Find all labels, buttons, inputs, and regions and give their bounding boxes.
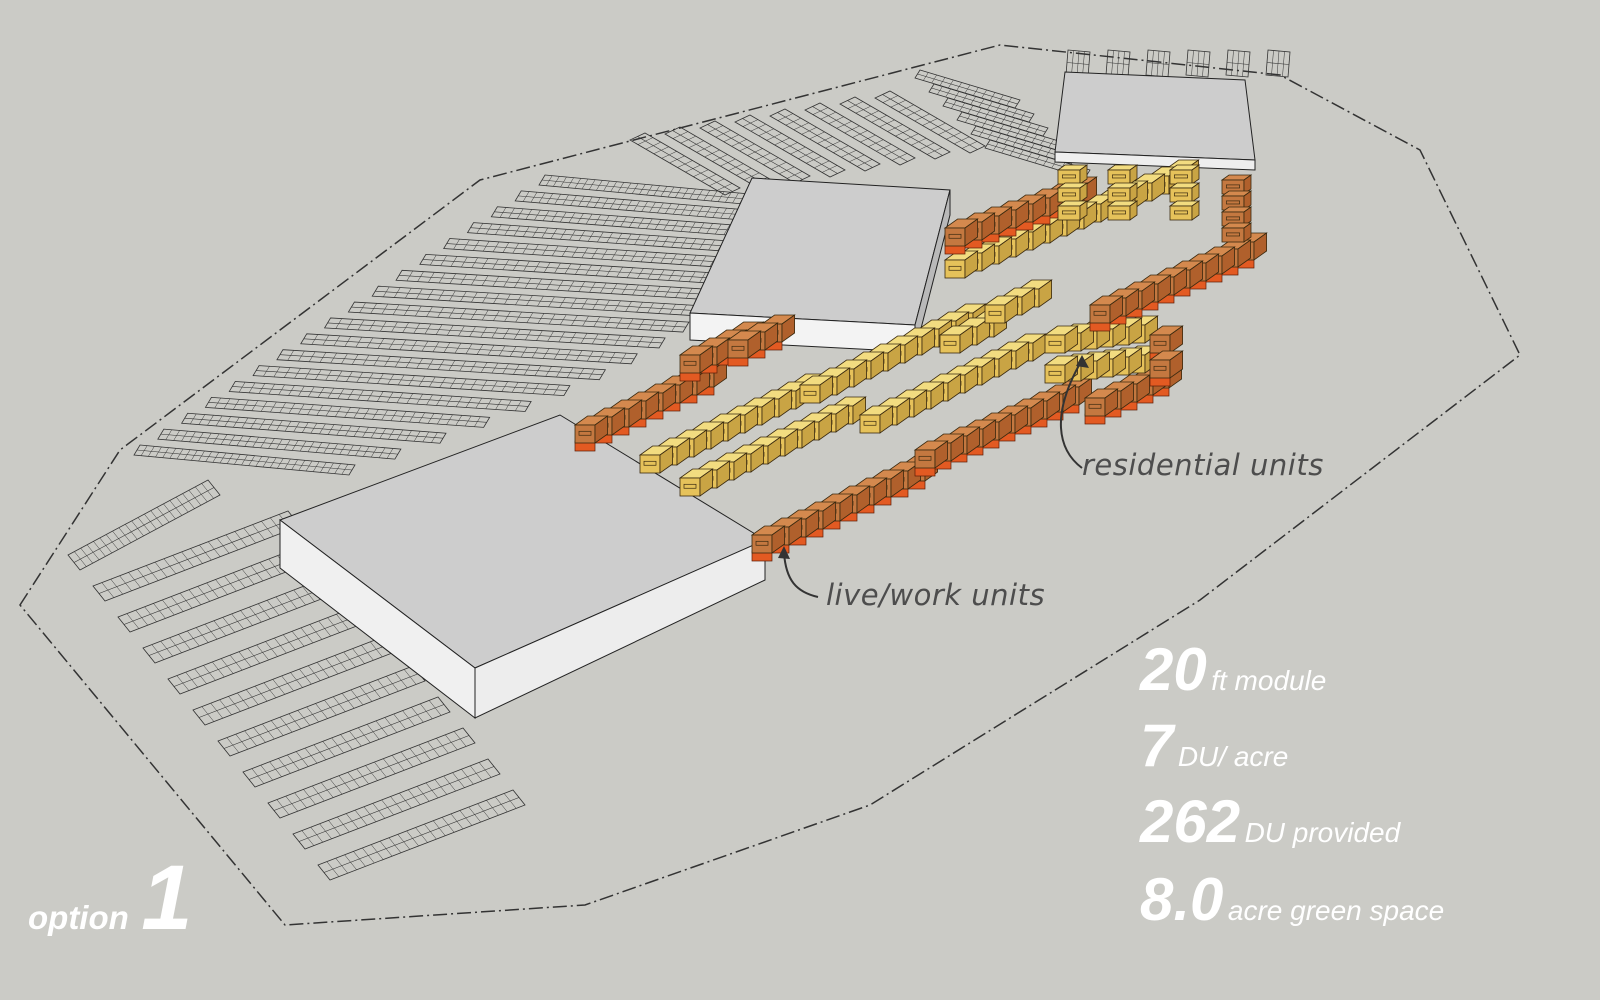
residential-unit-row	[983, 279, 1053, 324]
parking-strip	[699, 120, 811, 184]
residential-units-label: residential units	[1082, 448, 1324, 482]
live-work-unit-row	[1148, 350, 1184, 387]
parking-strip	[419, 253, 738, 285]
live-work-unit	[1220, 174, 1253, 195]
residential-unit	[1106, 182, 1139, 203]
stat-green-space: 8.0 acre green space	[1140, 870, 1444, 930]
stat-units: 262 DU provided	[1140, 792, 1400, 852]
parking-strip	[466, 222, 753, 254]
live-work-units-label: live/work units	[826, 578, 1046, 612]
residential-unit	[1056, 164, 1089, 185]
building-large	[278, 414, 767, 720]
parking-strip	[252, 365, 571, 397]
parking-strip	[1185, 49, 1211, 78]
parking-strip	[874, 90, 986, 154]
parking-strip	[804, 102, 916, 166]
live-work-unit-row	[913, 377, 1093, 477]
parking-strip	[347, 301, 690, 333]
live-work-leader-arrow	[783, 552, 819, 598]
parking-strip	[317, 789, 526, 881]
parking-strip	[292, 758, 501, 850]
parking-strip	[142, 572, 351, 664]
parking-strip	[242, 696, 451, 788]
live-work-unit-row	[1088, 232, 1268, 332]
residential-leader-arrow	[1060, 359, 1083, 469]
stat-units-text: DU provided	[1244, 817, 1401, 848]
option-word: option	[28, 899, 129, 936]
parking-strip	[371, 285, 710, 317]
live-work-unit	[1220, 222, 1253, 243]
stat-module: 20 ft module	[1140, 640, 1326, 700]
residential-arrowhead	[1076, 355, 1089, 368]
parking-strip	[395, 269, 726, 301]
parking-lots	[67, 49, 1291, 881]
stat-module-value: 20	[1140, 636, 1207, 703]
parking-strip	[228, 381, 532, 412]
parking-strip	[629, 132, 741, 196]
parking-strip	[180, 412, 447, 444]
parking-strip	[192, 634, 401, 726]
live-work-unit-row	[750, 453, 939, 562]
residential-unit	[1056, 200, 1089, 221]
residential-unit	[1168, 200, 1201, 221]
site-boundary	[19, 44, 1521, 926]
parking-strip	[323, 317, 666, 349]
live-work-arrowhead	[778, 546, 790, 559]
option-number: 1	[141, 847, 193, 949]
parking-strip	[769, 108, 881, 172]
residential-unit	[1106, 200, 1139, 221]
residential-unit-row	[678, 396, 867, 497]
stat-green-space-value: 8.0	[1140, 866, 1224, 933]
parking-strip	[1105, 49, 1131, 78]
option-label: option 1	[28, 846, 192, 951]
stat-green-space-text: acre green space	[1227, 895, 1445, 926]
parking-strip	[942, 97, 1049, 137]
live-work-unit-row	[726, 314, 796, 367]
live-work-unit	[1220, 206, 1253, 227]
parking-strip	[276, 349, 607, 381]
housing-units	[573, 159, 1268, 562]
stat-density: 7 DU/ acre	[1140, 716, 1288, 776]
parking-strip	[217, 665, 426, 757]
parking-strip	[133, 444, 356, 476]
residential-unit	[1168, 164, 1201, 185]
parking-strip	[1225, 49, 1251, 78]
parking-strip	[300, 333, 638, 365]
building-top	[1054, 71, 1256, 171]
stat-units-value: 262	[1140, 788, 1241, 855]
parking-strip	[204, 396, 491, 428]
parking-strip	[1265, 49, 1291, 78]
parking-strip	[443, 238, 747, 269]
residential-unit	[1056, 182, 1089, 203]
parking-strip	[839, 96, 951, 160]
residential-unit-row	[858, 333, 1047, 434]
building-middle	[689, 177, 951, 353]
residential-unit	[1168, 182, 1201, 203]
parking-strip	[157, 428, 402, 460]
parking-strip	[267, 727, 476, 819]
live-work-unit	[1220, 190, 1253, 211]
parking-strip	[956, 111, 1063, 151]
parking-strip	[92, 510, 301, 602]
parking-strip	[67, 479, 221, 571]
stat-density-text: DU/ acre	[1177, 741, 1289, 772]
parking-strip	[734, 114, 846, 178]
residential-unit	[1106, 164, 1139, 185]
stat-module-text: ft module	[1211, 665, 1327, 696]
stat-density-value: 7	[1140, 712, 1174, 779]
